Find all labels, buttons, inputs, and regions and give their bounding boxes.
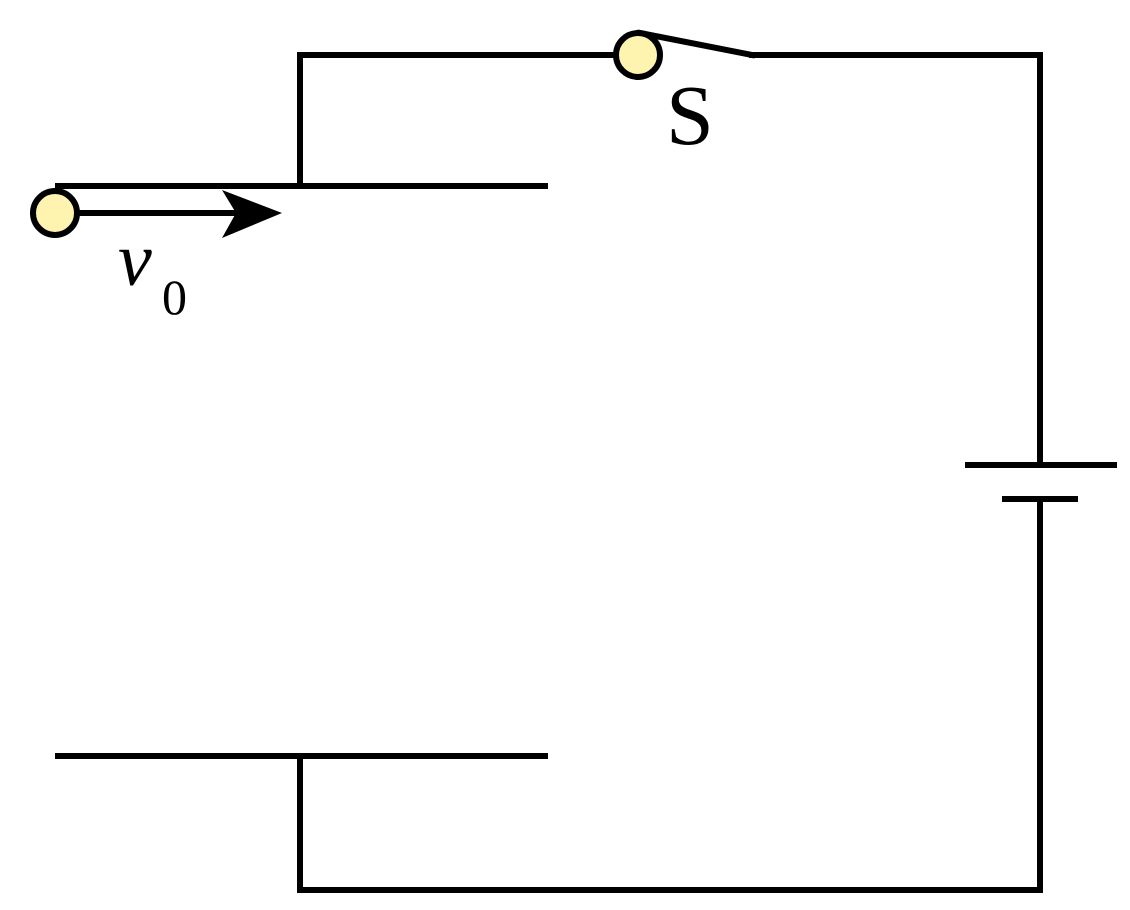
switch-node — [613, 30, 663, 80]
lower-wire — [297, 496, 1043, 893]
upper-wire — [297, 52, 621, 189]
velocity-subscript: 0 — [162, 269, 187, 325]
particle — [30, 188, 80, 238]
switch-label: S — [666, 67, 714, 163]
right-upper-wire — [749, 52, 1043, 468]
switch-blade — [636, 29, 756, 59]
velocity-arrow-head — [222, 190, 282, 238]
velocity-label: v — [118, 218, 152, 302]
